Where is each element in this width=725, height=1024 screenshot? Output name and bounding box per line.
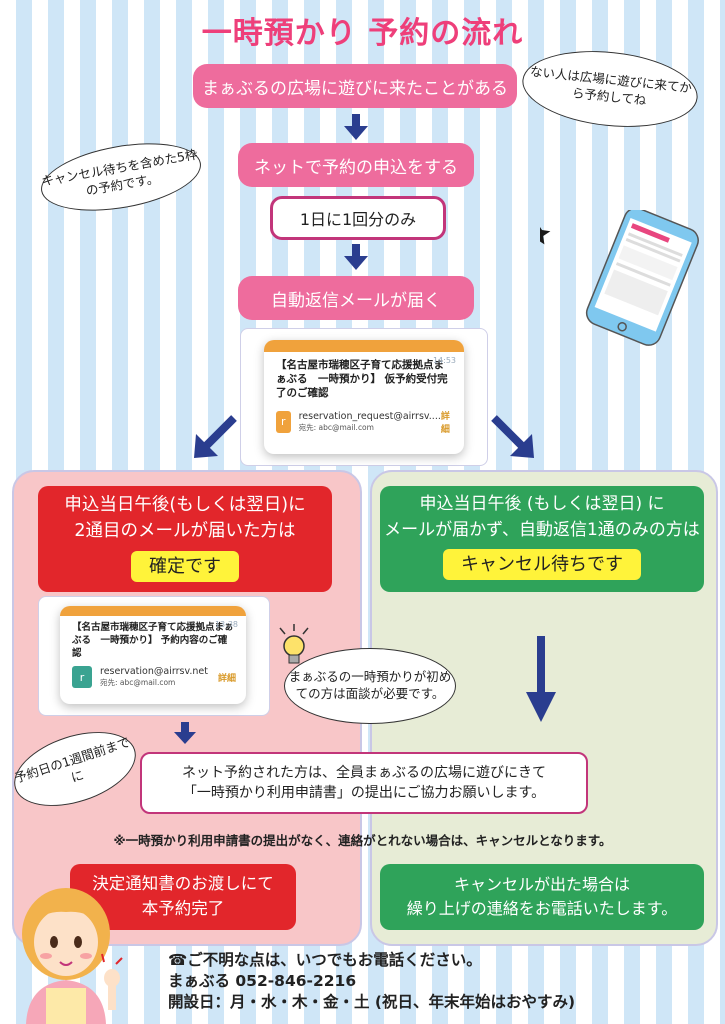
confirmed-notice: 申込当日午後(もしくは翌日)に 2通目のメールが届いた方は 確定です: [38, 486, 332, 592]
step-auto-reply: 自動返信メールが届く: [238, 276, 474, 320]
arrow-down-icon: [174, 722, 196, 744]
step-visited-plaza: まぁぶるの広場に遊びに来たことがある: [193, 64, 517, 108]
mail-sender: reservation_request@airrsv....: [298, 410, 441, 422]
speech-bubble-cancel-wait: キャンセル待ちを含めた5枠の予約です。: [35, 132, 207, 222]
lightbulb-icon: [279, 624, 309, 664]
mail-subject: 【名古屋市瑞穂区子育て応援拠点まぁぶる 一時預かり】 仮予約受付完了のご確認 1…: [264, 352, 464, 401]
call-line1: キャンセルが出た場合は: [453, 875, 630, 894]
mail-time: 13:38: [214, 620, 238, 629]
notice-line2: 「一時預かり利用申請書」の提出にご協力お願いします。: [182, 785, 546, 801]
arrow-down-icon: [344, 114, 368, 140]
speech-bubble-interview: まぁぶるの一時預かりが初めての方は面談が必要です。: [284, 648, 456, 724]
contact-hours: 開設日：月・水・木・金・土 (祝日、年末年始はおやすみ): [168, 992, 576, 1011]
mail-sender: reservation@airrsv.net: [100, 666, 208, 678]
final-reservation-box: 決定通知書のお渡しにて 本予約完了: [70, 864, 296, 930]
cancel-warning: ※一時預かり利用申請書の提出がなく、連絡がとれない場合は、キャンセルとなります。: [113, 833, 612, 848]
mail-detail-link: 詳細: [217, 673, 236, 684]
mail-time: 14:53: [432, 356, 456, 365]
arrow-down-right-icon: [491, 415, 534, 458]
waitlist-line1: 申込当日午後 (もしくは翌日) に: [419, 494, 665, 514]
speech-bubble-no-visit: ない人は広場に遊びに来てから予約してね: [518, 43, 702, 135]
arrow-down-icon: [526, 636, 556, 722]
contact-line1: ☎ご不明な点は、いつでもお電話ください。: [168, 951, 482, 969]
smartphone-icon: [540, 210, 699, 346]
application-form-notice: ネット予約された方は、全員まぁぶるの広場に遊びにきて 「一時預かり利用申請書」の…: [140, 752, 588, 814]
sender-avatar: r: [72, 666, 92, 689]
mail-subject-text: 【名古屋市瑞穂区子育て応援拠点まぁぶる 一時預かり】 仮予約受付完了のご確認: [276, 359, 448, 400]
staff-character-illustration: [22, 888, 123, 1024]
waitlist-line2: メールが届かず、自動返信1通のみの方は: [384, 519, 700, 540]
contact-phone: まぁぶる 052-846-2216: [168, 971, 357, 990]
auto-reply-mail-card: 【名古屋市瑞穂区子育て応援拠点まぁぶる 一時預かり】 仮予約受付完了のご確認 1…: [264, 340, 464, 454]
mail-detail-link: 詳細: [440, 411, 450, 435]
cancel-call-box: キャンセルが出た場合は 繰り上げの連絡をお電話いたします。: [380, 864, 704, 930]
confirmed-chip: 確定です: [131, 550, 239, 582]
arrow-down-icon: [344, 244, 368, 270]
contact-info: ☎ご不明な点は、いつでもお電話ください。 まぁぶる 052-846-2216 開…: [168, 950, 708, 1013]
arrow-down-left-icon: [194, 415, 237, 458]
waitlist-notice: 申込当日午後 (もしくは翌日) に メールが届かず、自動返信1通のみの方は キャ…: [380, 486, 704, 592]
call-line2: 繰り上げの連絡をお電話いたします。: [406, 899, 678, 918]
notice-line1: ネット予約された方は、全員まぁぶるの広場に遊びにきて: [182, 764, 546, 781]
step-apply-online: ネットで予約の申込をする: [238, 143, 474, 187]
sender-avatar: r: [276, 410, 291, 433]
waitlist-chip: キャンセル待ちです: [443, 549, 641, 580]
once-per-day-note: 1日に1回分のみ: [270, 196, 446, 240]
mail-recipient: 宛先: abc@mail.com: [298, 422, 374, 432]
confirmed-line1: 申込当日午後(もしくは翌日)に: [64, 495, 306, 515]
final-line1: 決定通知書のお渡しにて: [92, 874, 274, 894]
final-line2: 本予約完了: [141, 899, 225, 918]
confirmation-mail-card: 【名古屋市瑞穂区子育て応援拠点まぁぶる 一時預かり】 予約内容のご確認 13:3…: [60, 606, 246, 704]
mail-subject-text: 【名古屋市瑞穂区子育て応援拠点まぁぶる 一時預かり】 予約内容のご確認: [72, 622, 234, 659]
mail-subject: 【名古屋市瑞穂区子育て応援拠点まぁぶる 一時預かり】 予約内容のご確認 13:3…: [60, 616, 246, 660]
confirmed-line2: 2通目のメールが届いた方は: [74, 521, 296, 542]
mail-recipient: 宛先: abc@mail.com: [100, 678, 176, 688]
page-title: 一時預かり 予約の流れ: [201, 16, 524, 51]
